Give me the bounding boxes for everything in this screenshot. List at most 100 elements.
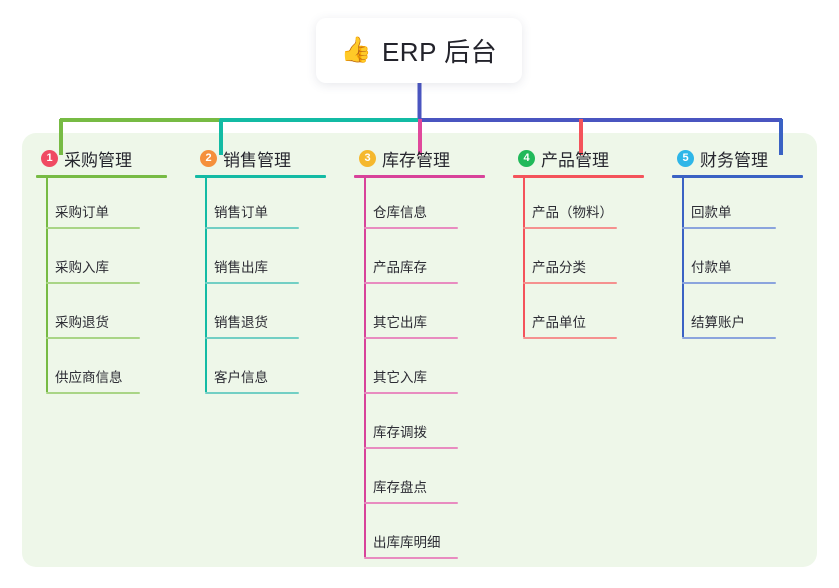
branch-badge-2: 2 bbox=[200, 150, 217, 167]
list-item[interactable]: 销售订单 bbox=[181, 176, 340, 231]
list-item[interactable]: 采购订单 bbox=[22, 176, 181, 231]
item-label: 回款单 bbox=[691, 205, 732, 220]
branch-title-1: 采购管理 bbox=[64, 151, 132, 170]
branch-header-2[interactable]: 2 销售管理 bbox=[200, 146, 291, 171]
branch-spine-5 bbox=[682, 176, 684, 337]
branch-spine-4 bbox=[523, 176, 525, 337]
branch-badge-1: 1 bbox=[41, 150, 58, 167]
branch-spine-1 bbox=[46, 176, 48, 392]
item-label: 采购退货 bbox=[55, 315, 109, 330]
branch-items-1: 采购订单 采购入库 采购退货 供应商信息 bbox=[22, 176, 181, 396]
item-label: 产品（物料） bbox=[532, 205, 613, 220]
item-label: 结算账户 bbox=[691, 315, 745, 330]
branch-items-5: 回款单 付款单 结算账户 bbox=[658, 176, 817, 341]
list-item[interactable]: 库存调拨 bbox=[340, 396, 499, 451]
branch-items-2: 销售订单 销售出库 销售退货 客户信息 bbox=[181, 176, 340, 396]
item-label: 其它出库 bbox=[373, 315, 427, 330]
list-item[interactable]: 库存盘点 bbox=[340, 451, 499, 506]
root-title: ERP 后台 bbox=[381, 37, 498, 67]
branch-header-4[interactable]: 4 产品管理 bbox=[518, 146, 609, 171]
item-rule bbox=[364, 227, 458, 229]
item-rule bbox=[205, 337, 299, 339]
item-rule bbox=[364, 337, 458, 339]
branch-rule-3 bbox=[354, 175, 485, 178]
branch-column-4[interactable]: 4 产品管理 产品（物料） 产品分类 产品单位 bbox=[499, 133, 658, 567]
branch-badge-4: 4 bbox=[518, 150, 535, 167]
root-node[interactable]: 👍 ERP 后台 bbox=[316, 18, 522, 83]
item-rule bbox=[46, 337, 140, 339]
list-item[interactable]: 产品（物料） bbox=[499, 176, 658, 231]
thumbs-up-icon: 👍 bbox=[340, 36, 372, 64]
list-item[interactable]: 采购入库 bbox=[22, 231, 181, 286]
list-item[interactable]: 付款单 bbox=[658, 231, 817, 286]
branch-column-3[interactable]: 3 库存管理 仓库信息 产品库存 其它出库 其它入库 bbox=[340, 133, 499, 567]
item-rule bbox=[682, 337, 776, 339]
item-rule bbox=[46, 392, 140, 394]
list-item[interactable]: 产品库存 bbox=[340, 231, 499, 286]
branch-rule-5 bbox=[672, 175, 803, 178]
item-label: 采购入库 bbox=[55, 260, 109, 275]
item-label: 采购订单 bbox=[55, 205, 109, 220]
branch-badge-3: 3 bbox=[359, 150, 376, 167]
branch-column-5[interactable]: 5 财务管理 回款单 付款单 结算账户 bbox=[658, 133, 817, 567]
item-label: 销售退货 bbox=[214, 315, 268, 330]
list-item[interactable]: 采购退货 bbox=[22, 286, 181, 341]
branch-title-2: 销售管理 bbox=[223, 151, 291, 170]
branch-rule-2 bbox=[195, 175, 326, 178]
branch-columns: 1 采购管理 采购订单 采购入库 采购退货 供应商信息 bbox=[22, 133, 817, 567]
branch-title-4: 产品管理 bbox=[541, 151, 609, 170]
item-label: 产品单位 bbox=[532, 315, 586, 330]
branch-spine-3 bbox=[364, 176, 366, 557]
diagram-panel bbox=[22, 133, 817, 567]
item-rule bbox=[364, 447, 458, 449]
branch-column-1[interactable]: 1 采购管理 采购订单 采购入库 采购退货 供应商信息 bbox=[22, 133, 181, 567]
item-label: 产品库存 bbox=[373, 260, 427, 275]
item-rule bbox=[205, 227, 299, 229]
item-rule bbox=[682, 227, 776, 229]
branch-items-3: 仓库信息 产品库存 其它出库 其它入库 库存调拨 bbox=[340, 176, 499, 561]
item-label: 付款单 bbox=[691, 260, 732, 275]
item-rule bbox=[364, 392, 458, 394]
list-item[interactable]: 其它出库 bbox=[340, 286, 499, 341]
branch-header-5[interactable]: 5 财务管理 bbox=[677, 146, 768, 171]
item-label: 其它入库 bbox=[373, 370, 427, 385]
branch-spine-2 bbox=[205, 176, 207, 392]
list-item[interactable]: 销售退货 bbox=[181, 286, 340, 341]
item-rule bbox=[364, 557, 458, 559]
branch-header-3[interactable]: 3 库存管理 bbox=[359, 146, 450, 171]
branch-header-1[interactable]: 1 采购管理 bbox=[41, 146, 132, 171]
item-rule bbox=[46, 282, 140, 284]
branch-title-5: 财务管理 bbox=[700, 151, 768, 170]
branch-column-2[interactable]: 2 销售管理 销售订单 销售出库 销售退货 客户信息 bbox=[181, 133, 340, 567]
item-rule bbox=[46, 227, 140, 229]
item-label: 销售订单 bbox=[214, 205, 268, 220]
list-item[interactable]: 供应商信息 bbox=[22, 341, 181, 396]
item-rule bbox=[364, 502, 458, 504]
list-item[interactable]: 回款单 bbox=[658, 176, 817, 231]
list-item[interactable]: 销售出库 bbox=[181, 231, 340, 286]
branch-rule-4 bbox=[513, 175, 644, 178]
branch-badge-5: 5 bbox=[677, 150, 694, 167]
item-rule bbox=[205, 392, 299, 394]
list-item[interactable]: 产品单位 bbox=[499, 286, 658, 341]
list-item[interactable]: 结算账户 bbox=[658, 286, 817, 341]
item-rule bbox=[682, 282, 776, 284]
item-label: 库存调拨 bbox=[373, 425, 427, 440]
item-rule bbox=[523, 337, 617, 339]
item-label: 库存盘点 bbox=[373, 480, 427, 495]
branch-title-3: 库存管理 bbox=[382, 151, 450, 170]
item-label: 供应商信息 bbox=[55, 370, 123, 385]
item-label: 出库库明细 bbox=[373, 535, 441, 550]
list-item[interactable]: 客户信息 bbox=[181, 341, 340, 396]
item-rule bbox=[523, 282, 617, 284]
item-rule bbox=[523, 227, 617, 229]
list-item[interactable]: 其它入库 bbox=[340, 341, 499, 396]
list-item[interactable]: 仓库信息 bbox=[340, 176, 499, 231]
item-label: 仓库信息 bbox=[373, 205, 427, 220]
branch-rule-1 bbox=[36, 175, 167, 178]
item-label: 产品分类 bbox=[532, 260, 586, 275]
item-rule bbox=[205, 282, 299, 284]
list-item[interactable]: 出库库明细 bbox=[340, 506, 499, 561]
list-item[interactable]: 产品分类 bbox=[499, 231, 658, 286]
